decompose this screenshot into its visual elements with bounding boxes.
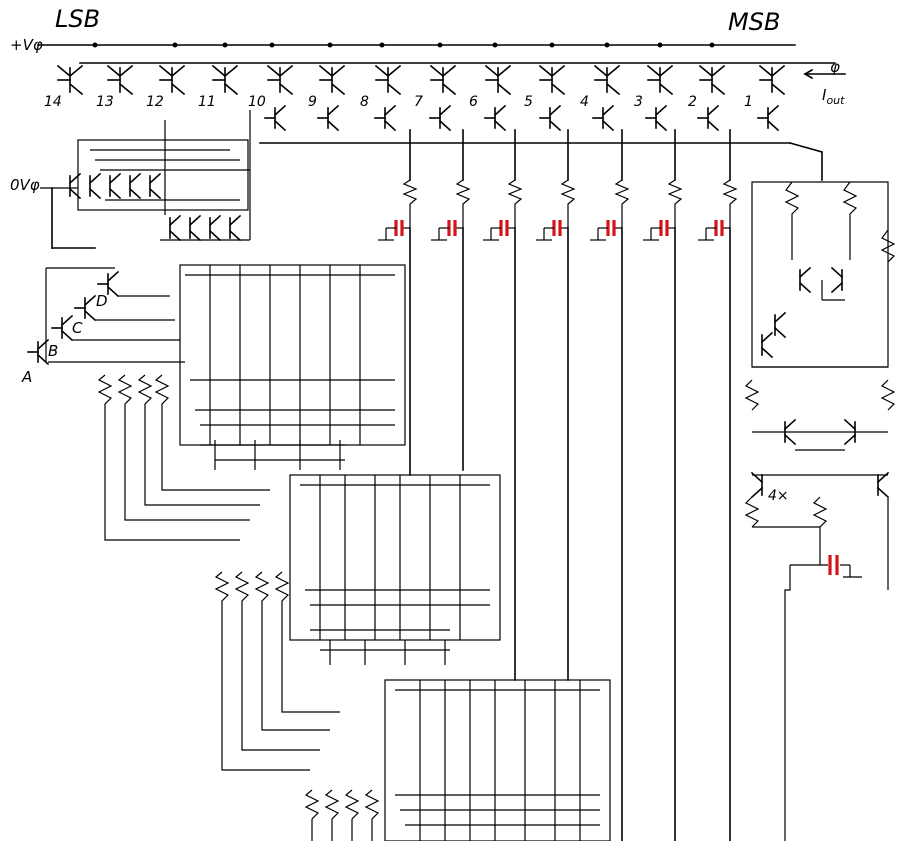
switch-transistor-row bbox=[56, 64, 786, 96]
bit-label: 13 bbox=[96, 94, 114, 110]
bit-label: 7 bbox=[414, 94, 423, 110]
bit-label: 6 bbox=[469, 94, 478, 110]
bit-lines bbox=[402, 129, 738, 841]
bit-label: 1 bbox=[744, 94, 753, 110]
input-resistors-3 bbox=[304, 789, 380, 841]
supply-label: +Vφ bbox=[10, 36, 43, 54]
lsb-label: LSB bbox=[55, 5, 100, 33]
bit-label: 10 bbox=[248, 94, 266, 110]
output-bus bbox=[79, 62, 846, 181]
bit-label: 12 bbox=[146, 94, 164, 110]
input-a-label: A bbox=[21, 368, 32, 386]
input-d-label: D bbox=[96, 292, 108, 310]
bit-label: 11 bbox=[198, 94, 216, 110]
output-node-label: φ bbox=[830, 58, 840, 76]
mirror-ratio-label: 4× bbox=[768, 488, 789, 504]
bit-label: 5 bbox=[524, 94, 533, 110]
supply-rail bbox=[37, 42, 796, 48]
input-transistors bbox=[27, 267, 185, 366]
decoder-block-2 bbox=[289, 474, 501, 665]
bit-label: 9 bbox=[308, 94, 317, 110]
ground-label: 0Vφ bbox=[10, 176, 40, 194]
msb-label: MSB bbox=[728, 8, 780, 36]
input-b-label: B bbox=[48, 342, 58, 360]
bit-label: 4 bbox=[580, 94, 589, 110]
lsb-current-source-block bbox=[40, 110, 251, 249]
bit-label: 3 bbox=[634, 94, 643, 110]
decoder-block-3 bbox=[384, 679, 611, 841]
input-resistors-2 bbox=[214, 571, 340, 771]
output-current-label: Iout bbox=[822, 86, 845, 107]
bit-label: 8 bbox=[360, 94, 369, 110]
decoder-block-1 bbox=[179, 264, 406, 470]
bit-label: 2 bbox=[688, 94, 697, 110]
cascode-transistor-row bbox=[264, 104, 780, 132]
input-resistors-1 bbox=[97, 374, 270, 541]
capacitor-row bbox=[378, 220, 730, 241]
output-amplifier bbox=[744, 181, 896, 841]
bit-labels: 14 13 12 11 10 9 8 7 6 5 4 3 2 1 bbox=[44, 94, 753, 110]
input-c-label: C bbox=[72, 319, 83, 337]
bit-label: 14 bbox=[44, 94, 62, 110]
